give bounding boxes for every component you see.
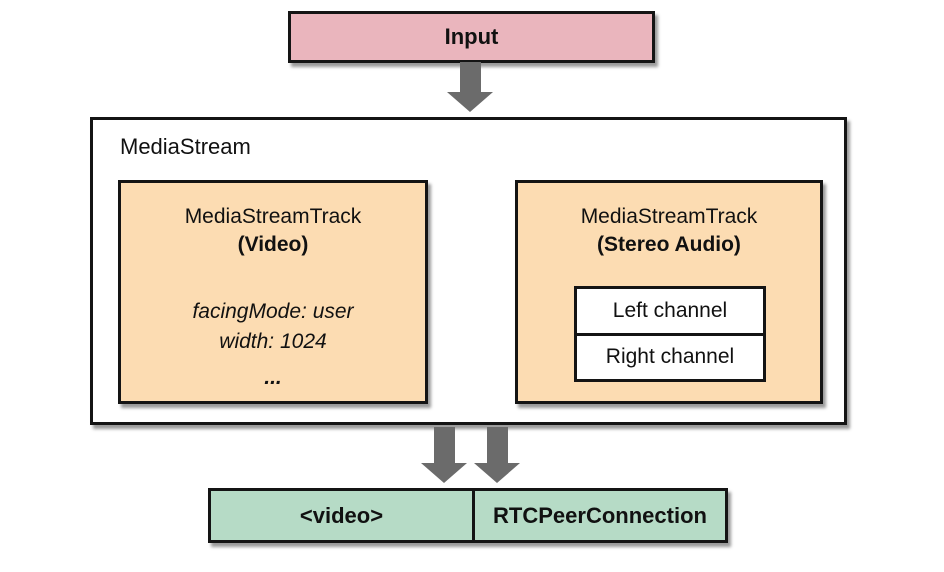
input-label: Input [444,24,499,49]
audio-track-title: MediaStreamTrack [580,205,758,228]
video-element-cell: <video> [211,491,475,540]
video-track-box: MediaStreamTrack (Video) facingMode: use… [118,180,428,404]
down-arrow-icon [447,62,493,112]
left-channel-cell: Left channel [612,298,728,322]
right-channel-cell: Right channel [577,332,763,380]
video-track-prop-width: width: 1024 [219,330,327,353]
input-box: Input [288,11,655,63]
arrow-head [447,92,493,112]
mediastream-box: MediaStream MediaStreamTrack (Video) fac… [90,117,847,425]
output-box: <video> RTCPeerConnection [208,488,728,543]
video-track-title: MediaStreamTrack [184,205,362,228]
video-track-subtitle: (Video) [237,233,309,256]
video-track-prop-ellipsis: ... [264,366,282,389]
down-arrow-icon [421,427,467,483]
arrow-shaft [433,427,455,463]
audio-channels-box: Left channel Right channel [574,286,766,382]
arrow-shaft [459,62,481,92]
audio-track-box: MediaStreamTrack (Stereo Audio) Left cha… [515,180,823,404]
audio-track-subtitle: (Stereo Audio) [597,233,741,256]
arrow-head [474,463,520,483]
arrow-head [421,463,467,483]
mediastream-label: MediaStream [120,134,251,159]
video-track-prop-facing-mode: facingMode: user [192,300,354,323]
arrow-shaft [486,427,508,463]
video-track-properties: facingMode: user width: 1024 ... [121,297,425,389]
rtcpeerconnection-cell: RTCPeerConnection [493,502,707,528]
down-arrow-icon [474,427,520,483]
